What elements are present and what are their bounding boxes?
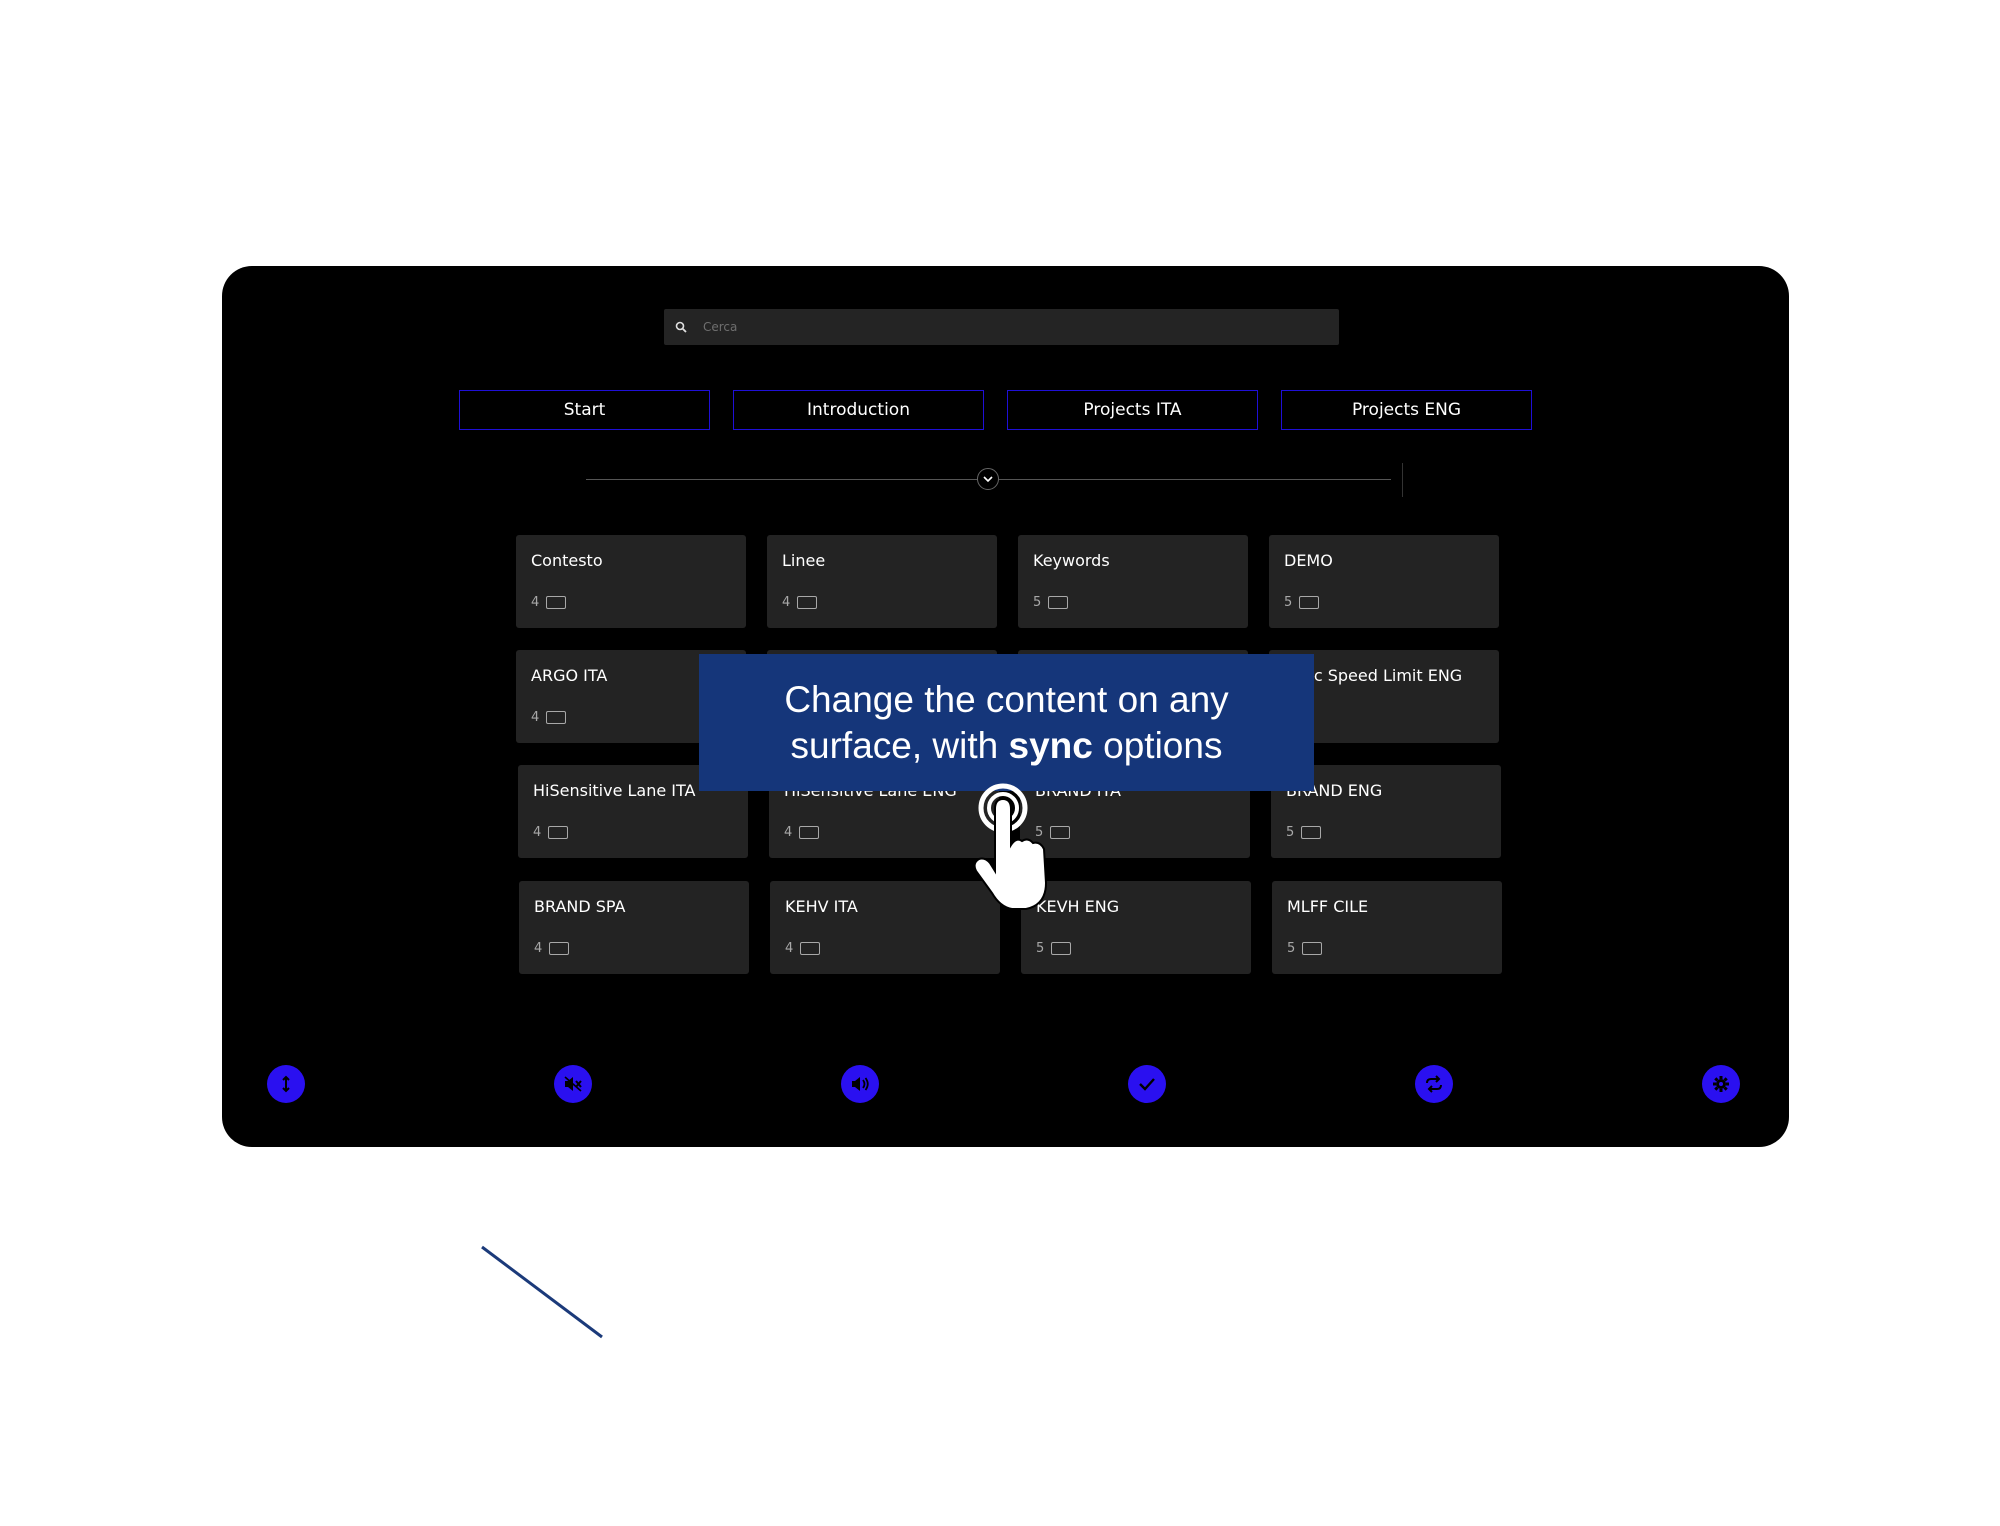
- sync-button[interactable]: [1415, 1065, 1453, 1103]
- callout-sync-bold: sync: [1008, 724, 1093, 766]
- card-contesto[interactable]: Contesto 4: [516, 535, 746, 628]
- card-title: MLFF CILE: [1287, 897, 1369, 916]
- card-count: 4: [784, 825, 793, 840]
- card-count: 5: [1287, 941, 1296, 956]
- card-count: 5: [1036, 941, 1045, 956]
- screen-icon: [549, 942, 570, 955]
- card-title: Contesto: [531, 551, 603, 570]
- card-count: 4: [531, 710, 540, 725]
- volume-button[interactable]: [841, 1065, 879, 1103]
- card-demo[interactable]: DEMO 5: [1269, 535, 1499, 628]
- card-count: 4: [785, 941, 794, 956]
- card-title: Keywords: [1033, 551, 1110, 570]
- tab-introduction[interactable]: Introduction: [733, 390, 984, 430]
- screen-icon: [1301, 826, 1322, 839]
- card-title: Linee: [782, 551, 826, 570]
- screen-icon: [1050, 826, 1071, 839]
- tab-projects-eng[interactable]: Projects ENG: [1281, 390, 1532, 430]
- tab-bar: Start Introduction Projects ITA Projects…: [459, 390, 1534, 430]
- card-count: 4: [533, 825, 542, 840]
- card-count: 5: [1286, 825, 1295, 840]
- search-icon: [673, 319, 689, 335]
- vertical-arrows-icon: [282, 1075, 290, 1093]
- screen-icon: [1302, 942, 1323, 955]
- card-title: KEHV ITA: [785, 897, 858, 916]
- sync-icon: [1426, 1075, 1442, 1093]
- card-title: HiSensitive Lane ITA: [533, 781, 696, 800]
- search-bar[interactable]: [664, 308, 1339, 346]
- callout-line-1: Change the content on any: [784, 678, 1229, 720]
- card-kevh-eng[interactable]: KEVH ENG 5: [1021, 881, 1251, 974]
- card-count: 4: [534, 941, 543, 956]
- mute-button[interactable]: [554, 1065, 592, 1103]
- check-icon: [1139, 1078, 1155, 1091]
- card-title: BRAND ENG: [1286, 781, 1383, 800]
- tap-hand-icon: [973, 783, 1048, 910]
- card-mlff-cile[interactable]: MLFF CILE 5: [1272, 881, 1502, 974]
- card-count: 5: [1284, 595, 1293, 610]
- card-count: 4: [782, 595, 791, 610]
- tab-projects-ita[interactable]: Projects ITA: [1007, 390, 1258, 430]
- tab-start[interactable]: Start: [459, 390, 710, 430]
- screen-icon: [797, 596, 818, 609]
- screen-icon: [546, 711, 567, 724]
- card-count: 4: [531, 595, 540, 610]
- gear-icon: [1713, 1076, 1729, 1092]
- card-title: amic Speed Limit ENG: [1284, 666, 1463, 685]
- vertical-arrows-button[interactable]: [267, 1065, 305, 1103]
- callout-line-2-before: surface, with: [790, 724, 1009, 766]
- callout-line-2-after: options: [1092, 724, 1223, 766]
- screen-icon: [1299, 596, 1320, 609]
- check-button[interactable]: [1128, 1065, 1166, 1103]
- card-kehv-ita[interactable]: KEHV ITA 4: [770, 881, 1000, 974]
- settings-button[interactable]: [1702, 1065, 1740, 1103]
- search-input[interactable]: [701, 308, 1339, 346]
- card-count: 5: [1033, 595, 1042, 610]
- screen-icon: [1048, 596, 1069, 609]
- chevron-down-icon[interactable]: [977, 468, 999, 490]
- mute-icon: [564, 1076, 582, 1092]
- card-keywords[interactable]: Keywords 5: [1018, 535, 1248, 628]
- screen-icon: [546, 596, 567, 609]
- screen-icon: [548, 826, 569, 839]
- decorative-line: [481, 1245, 603, 1339]
- card-brand-spa[interactable]: BRAND SPA 4: [519, 881, 749, 974]
- card-title: KEVH ENG: [1036, 897, 1120, 916]
- screen-icon: [1051, 942, 1072, 955]
- screen-icon: [799, 826, 820, 839]
- card-count: 5: [1035, 825, 1044, 840]
- sync-callout-banner: Change the content on any surface, with …: [699, 654, 1314, 791]
- card-title: ARGO ITA: [531, 666, 608, 685]
- divider-tick: [1402, 463, 1403, 497]
- screen-icon: [800, 942, 821, 955]
- bottom-toolbar: [222, 1065, 1789, 1103]
- card-title: BRAND SPA: [534, 897, 626, 916]
- card-title: DEMO: [1284, 551, 1333, 570]
- card-linee[interactable]: Linee 4: [767, 535, 997, 628]
- volume-icon: [852, 1077, 869, 1091]
